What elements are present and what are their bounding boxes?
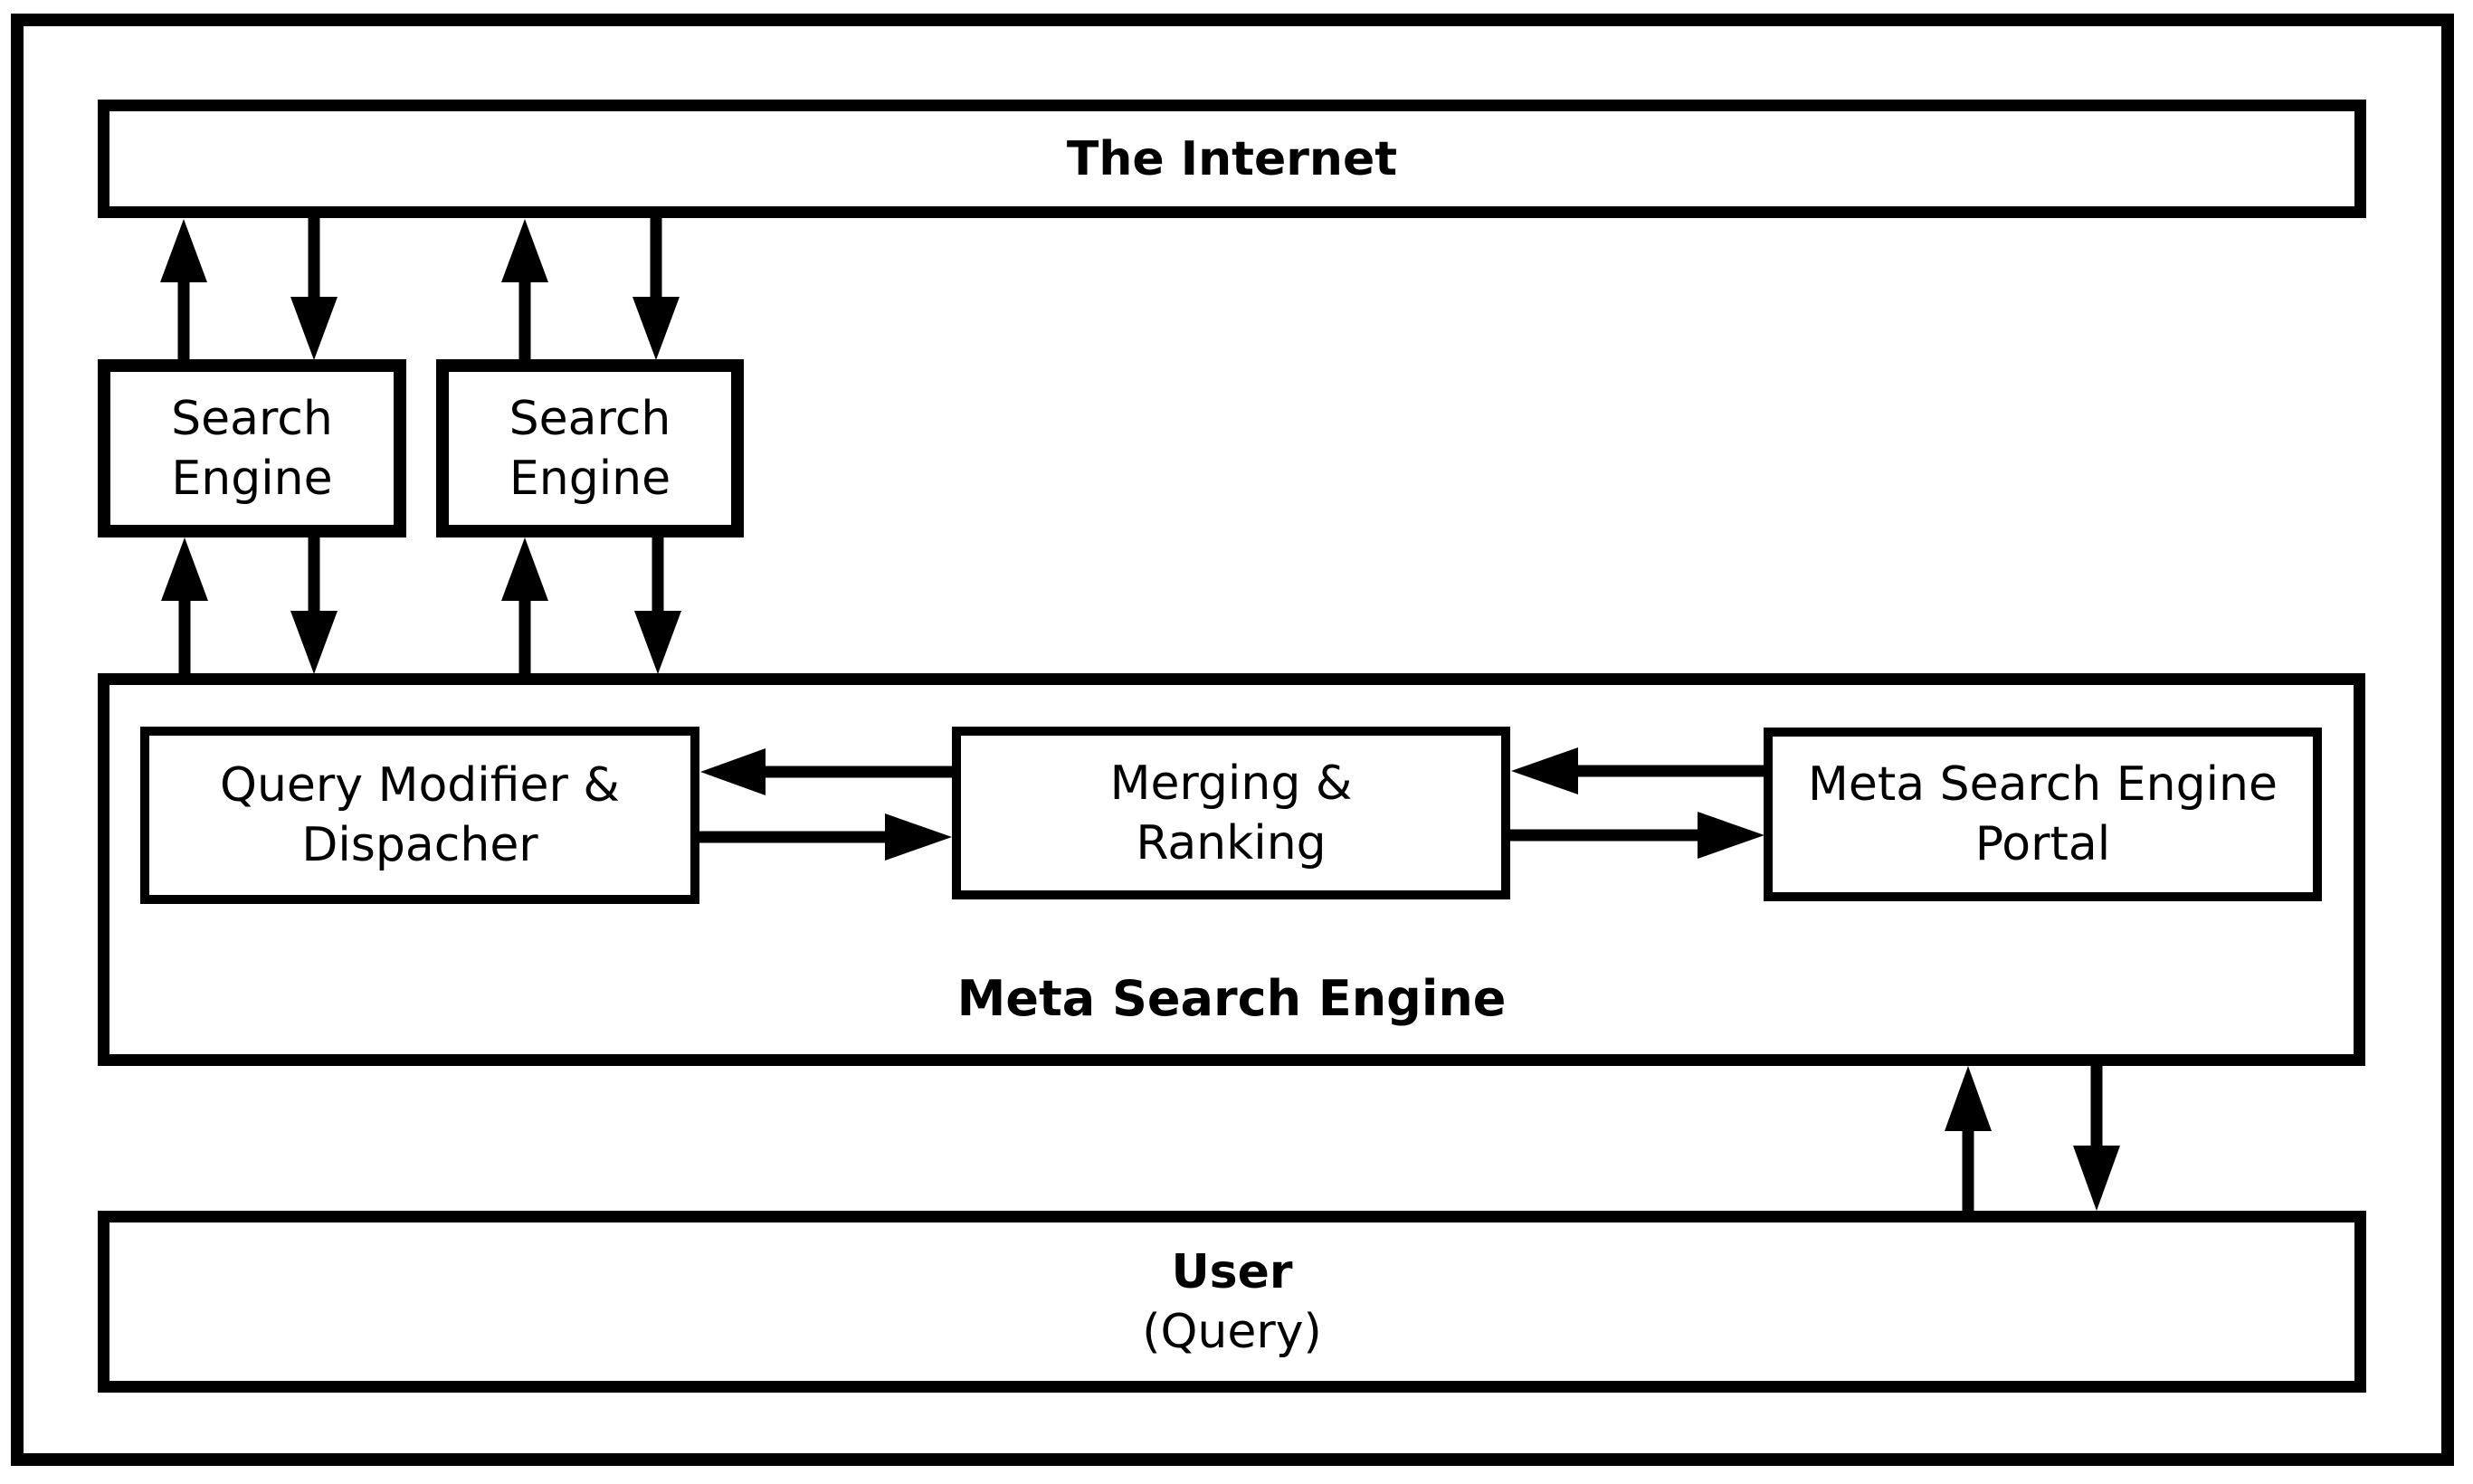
internet-box: The Internet (98, 100, 2366, 218)
search-engine-left-label-line1: Search (171, 391, 333, 446)
user-label-line2: (Query) (1142, 1304, 1322, 1359)
query-modifier-dispacher-box: Query Modifier & Dispacher (140, 727, 699, 904)
search-engine-right-label-line1: Search (509, 391, 671, 446)
search-engine-right-box: Search Engine (436, 359, 744, 537)
search-engine-right-label-line2: Engine (509, 451, 671, 506)
user-label-line1: User (1171, 1244, 1293, 1299)
outer-frame (11, 14, 2454, 1466)
meta-search-engine-container (98, 673, 2365, 1066)
internet-label: The Internet (1066, 131, 1398, 186)
search-engine-left-label-line2: Engine (171, 451, 333, 506)
user-box: User (Query) (98, 1211, 2366, 1393)
merging-ranking-label-line1: Merging & (1109, 756, 1353, 811)
meta-search-engine-label: Meta Search Engine (956, 970, 1507, 1027)
portal-label-line2: Portal (1974, 817, 2111, 871)
search-engine-left-box: Search Engine (98, 359, 406, 537)
query-modifier-label-line2: Dispacher (301, 818, 538, 872)
meta-search-engine-portal-box: Meta Search Engine Portal (1764, 728, 2322, 901)
query-modifier-label-line1: Query Modifier & (220, 758, 620, 813)
merging-ranking-label-line2: Ranking (1136, 815, 1327, 870)
portal-label-line1: Meta Search Engine (1807, 757, 2278, 812)
merging-ranking-box: Merging & Ranking (952, 727, 1510, 899)
